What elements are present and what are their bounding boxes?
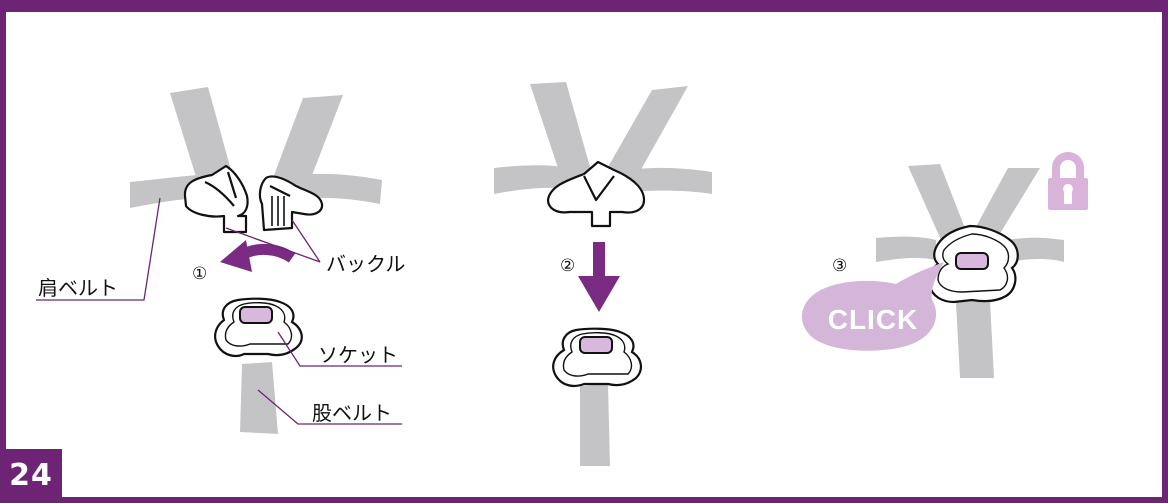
click-text: CLICK [827, 304, 919, 335]
click-bubble [801, 262, 944, 351]
crotch-belt-strap [240, 362, 278, 434]
step-3-number: ③ [832, 256, 848, 276]
page-number-badge: 24 [0, 449, 62, 503]
step-1-number: ① [192, 264, 208, 284]
buckle-label: バックル [326, 252, 406, 276]
down-arrow-icon [578, 242, 620, 312]
rotate-arrow-icon [220, 240, 296, 272]
panel-3 [801, 152, 1088, 378]
shoulder-belt-strap-3 [876, 164, 1064, 378]
crotch-belt-label: 股ベルト [312, 401, 392, 425]
panel-2 [494, 82, 712, 466]
panel-1 [36, 87, 402, 434]
socket [214, 297, 303, 434]
left-buckle-tongue [183, 164, 249, 234]
step-2-number: ② [560, 256, 576, 276]
shoulder-belt-strap [130, 87, 382, 208]
socket-2 [552, 327, 642, 466]
socket-label: ソケット [318, 343, 398, 367]
right-buckle-tongue [258, 175, 324, 232]
lock-icon [1048, 152, 1088, 210]
shoulder-belt-label: 肩ベルト [38, 276, 118, 300]
leader-lines [36, 197, 402, 425]
joined-buckle [546, 160, 646, 228]
